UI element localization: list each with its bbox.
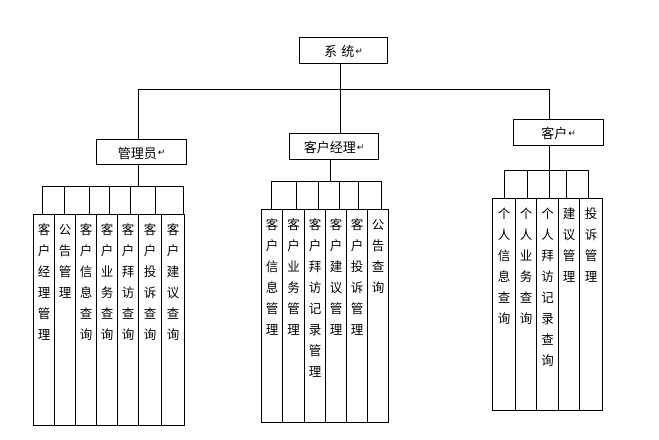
root-node: 系 统↵ [299,37,388,64]
leaf-node: 客户建议管理 [325,209,347,423]
group-label: 管理员 [117,146,157,162]
group-node-manager: 客户经理↵ [289,133,379,160]
leaf-node: 客户经理管理 [33,214,55,426]
leaf-label: 个人信息查询 [497,206,511,326]
leaf-label: 客户投诉查询 [143,222,157,342]
leaf-node: 个人业务查询 [515,198,537,411]
leaf-node: 客户业务查询 [96,214,118,426]
root-label: 系 统 [324,45,355,60]
leaf-label: 客户业务管理 [287,217,300,337]
leaf-label: 客户建议管理 [329,217,343,337]
leaf-node: 客户信息管理 [261,209,283,423]
leaf-label: 客户信息查询 [79,222,93,342]
leaf-node: 公告查询 [367,209,389,423]
leaf-label: 客户投诉管理 [350,217,364,337]
group-node-customer: 客户↵ [513,119,604,146]
leaf-node: 客户拜访记录管理 [304,209,326,423]
leaf-label: 投诉管理 [584,206,598,284]
leaf-label: 个人业务查询 [519,206,533,326]
leaf-label: 个人拜访记录查询 [541,206,554,368]
group-label: 客户 [541,127,568,142]
leaf-node: 公告管理 [54,214,76,426]
leaf-node: 投诉管理 [579,198,603,411]
leaf-label: 客户建议查询 [166,222,180,342]
leaf-label: 客户信息管理 [265,217,279,337]
leaf-node: 客户业务管理 [282,209,305,423]
paragraph-mark-icon: ↵ [356,142,365,153]
paragraph-mark-icon: ↵ [355,46,363,57]
leaf-label: 公告管理 [58,222,72,300]
leaf-label: 客户经理管理 [37,222,51,342]
leaf-node: 客户建议查询 [161,214,185,426]
leaf-label: 客户拜访记录管理 [308,217,322,379]
leaf-label: 客户拜访查询 [121,222,135,342]
paragraph-mark-icon: ↵ [568,128,576,139]
leaf-node: 客户投诉管理 [346,209,368,423]
paragraph-mark-icon: ↵ [157,148,166,158]
group-label: 客户经理 [303,141,356,156]
leaf-label: 建议管理 [562,206,576,284]
leaf-node: 建议管理 [558,198,580,411]
leaf-label: 客户业务查询 [100,222,114,342]
leaf-node: 个人拜访记录查询 [536,198,559,411]
leaf-node: 个人信息查询 [492,198,516,411]
leaf-node: 客户拜访查询 [117,214,139,426]
group-node-admin: 管理员↵ [96,139,187,165]
leaf-node: 客户投诉查询 [138,214,162,426]
leaf-node: 客户信息查询 [75,214,97,426]
leaf-label: 公告查询 [371,217,385,295]
